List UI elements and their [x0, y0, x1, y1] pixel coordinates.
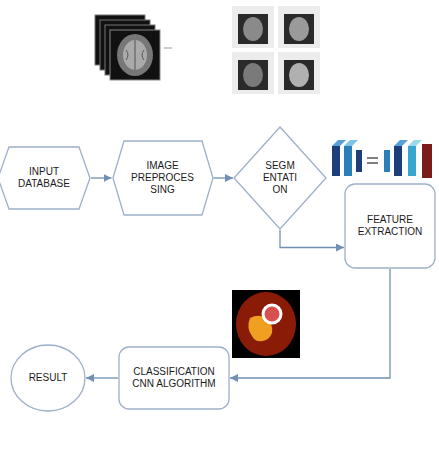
preview-image [284, 14, 314, 44]
flow-arrow [214, 177, 234, 178]
equals-mark [367, 157, 378, 159]
preview-panel [278, 52, 320, 94]
preprocessing-grid [232, 6, 320, 94]
mask-ground [232, 290, 300, 358]
layer-block [332, 140, 346, 146]
node-label: RESULT [29, 372, 68, 384]
outline-shape [11, 345, 85, 411]
brain-image [289, 63, 309, 87]
node-label: INPUT DATABASE [14, 166, 74, 190]
outline-shape [119, 347, 229, 409]
terminal-circle: RESULT [10, 344, 86, 412]
flow-arrow [280, 230, 344, 248]
preview-image [238, 60, 268, 90]
preview-panel [232, 52, 274, 94]
tumor-region [263, 305, 281, 323]
brain-image [117, 34, 153, 76]
preview-panel [278, 6, 320, 48]
flow-arrow [91, 177, 112, 178]
process-hexagon: IMAGE PREPROCES SING [112, 140, 214, 216]
layer-block [344, 146, 352, 176]
layer-block [356, 150, 362, 172]
node-label: CLASSIFICATION CNN ALGORITHM [126, 366, 222, 390]
process-box: FEATURE EXTRACTION [344, 183, 436, 269]
brain-image [243, 17, 263, 41]
node-text-group: FEATURE EXTRACTION [352, 214, 428, 238]
preview-panel [232, 6, 274, 48]
cnn-layers [332, 140, 432, 178]
preview-image [284, 60, 314, 90]
brain-image [289, 17, 309, 41]
layer-block [394, 140, 408, 146]
layer-block [332, 146, 340, 176]
node-label: FEATURE EXTRACTION [352, 214, 428, 238]
node-text-group: INPUT DATABASE [14, 166, 74, 190]
segmentation-mask [232, 290, 300, 358]
layer-block [408, 140, 422, 146]
layer-block [408, 146, 416, 176]
preview-image [238, 14, 268, 44]
brain-image [243, 63, 263, 87]
flow-arrow [86, 377, 118, 378]
mri-slice [110, 30, 160, 80]
brain-detail [126, 40, 144, 70]
outline-shape [345, 184, 435, 268]
input-hexagon: INPUT DATABASE [0, 146, 91, 210]
node-text-group: SEGM ENTATI ON [259, 160, 301, 196]
layer-block [422, 144, 432, 178]
flow-arrow [230, 269, 390, 378]
layer-block [344, 140, 358, 146]
decision-diamond: SEGM ENTATI ON [233, 126, 327, 230]
stack-mark [164, 48, 172, 49]
node-text-group: IMAGE PREPROCES SING [129, 160, 197, 196]
process-box: CLASSIFICATION CNN ALGORITHM [118, 346, 230, 410]
layer-block [384, 150, 390, 172]
outline-shape [0, 147, 90, 209]
brain-image [123, 40, 147, 70]
node-label: IMAGE PREPROCES SING [129, 160, 197, 196]
brain-region [236, 292, 296, 356]
outline-shape [234, 127, 326, 229]
node-text-group: CLASSIFICATION CNN ALGORITHM [126, 366, 222, 390]
node-text-group: RESULT [29, 372, 68, 384]
mri-stack [95, 15, 172, 80]
node-label: SEGM ENTATI ON [259, 160, 301, 196]
outline-shape [113, 141, 213, 215]
layer-block [394, 146, 402, 176]
equals-mark [367, 162, 378, 164]
